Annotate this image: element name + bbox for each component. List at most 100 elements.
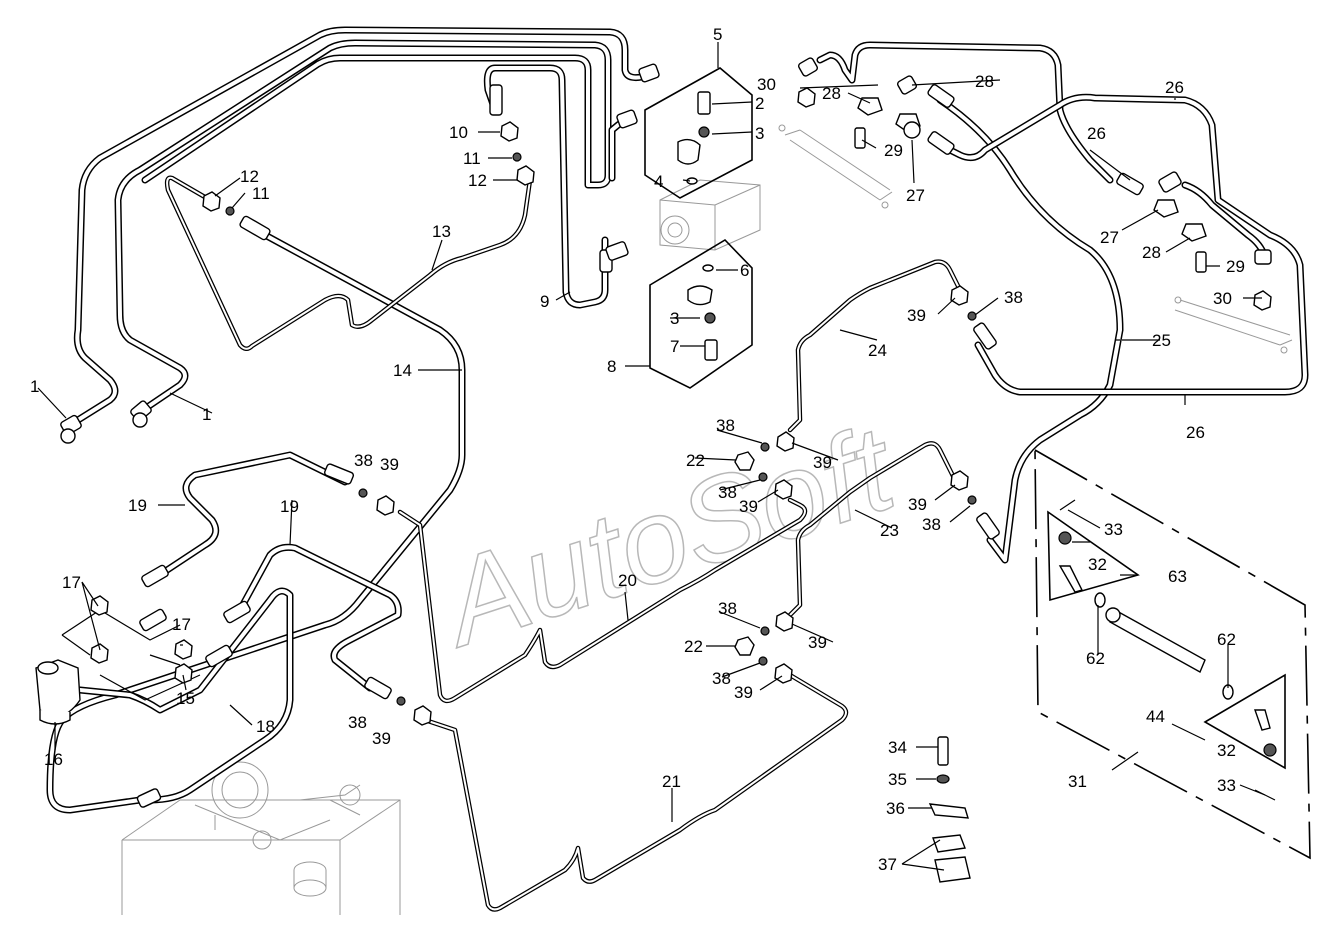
watermark-text: AutoSoft <box>423 400 912 673</box>
callout-1: 1 <box>202 405 211 424</box>
callout-16: 16 <box>44 750 63 769</box>
valve-16 <box>35 659 81 725</box>
callout-38: 38 <box>1004 288 1023 307</box>
leader-lines <box>37 42 1266 871</box>
callout-20: 20 <box>618 571 637 590</box>
pipe-18 <box>76 587 294 804</box>
bracket-34-37 <box>928 736 971 883</box>
callout-6: 6 <box>740 261 749 280</box>
tie-rod-62 <box>1059 499 1276 801</box>
callout-29: 29 <box>884 141 903 160</box>
tank-ghost <box>121 761 401 915</box>
callout-39: 39 <box>908 495 927 514</box>
steering-cylinder-ghost-right <box>1174 296 1293 354</box>
callout-23: 23 <box>880 521 899 540</box>
callout-11: 11 <box>463 149 481 168</box>
callout-35: 35 <box>888 770 907 789</box>
valve-block-ghost <box>659 179 761 251</box>
callout-26: 26 <box>1186 423 1205 442</box>
callout-27: 27 <box>906 186 925 205</box>
callout-25: 25 <box>1152 331 1171 350</box>
callout-2: 2 <box>755 94 764 113</box>
callout-39: 39 <box>813 453 832 472</box>
callout-12: 12 <box>240 167 259 186</box>
callout-15: 15 <box>176 689 195 708</box>
callout-26: 26 <box>1165 78 1184 97</box>
callout-22: 22 <box>686 451 705 470</box>
pipe-26-outer <box>816 41 1309 396</box>
callout-19: 19 <box>280 497 299 516</box>
callout-33: 33 <box>1217 776 1236 795</box>
callout-29: 29 <box>1226 257 1245 276</box>
thin-line-13 <box>164 175 533 351</box>
callout-22: 22 <box>684 637 703 656</box>
callouts: 1 1 2 3 3 4 5 6 7 8 9 10 11 11 12 12 13 … <box>30 25 1245 874</box>
callout-14: 14 <box>393 361 412 380</box>
callout-12: 12 <box>468 171 487 190</box>
callout-3: 3 <box>755 124 764 143</box>
hose-fittings <box>60 57 1272 808</box>
callout-62: 62 <box>1086 649 1105 668</box>
callout-18: 18 <box>256 717 275 736</box>
callout-3: 3 <box>670 309 679 328</box>
callout-8: 8 <box>607 357 616 376</box>
callout-62: 62 <box>1217 630 1236 649</box>
pipe-1-pair <box>66 26 654 429</box>
callout-39: 39 <box>372 729 391 748</box>
pipe-19-upper <box>151 451 349 582</box>
callout-24: 24 <box>868 341 887 360</box>
callout-36: 36 <box>886 799 905 818</box>
pipe-25 <box>936 96 1124 564</box>
thin-line-21 <box>422 672 849 912</box>
pipe-19-lower <box>236 543 402 692</box>
callout-63: 63 <box>1168 567 1187 586</box>
detail-frame-31 <box>1034 448 1311 860</box>
callout-1: 1 <box>30 377 39 396</box>
callout-38: 38 <box>718 483 737 502</box>
callout-10: 10 <box>449 123 468 142</box>
callout-28: 28 <box>1142 243 1161 262</box>
steering-cylinder-ghost-top <box>778 124 893 209</box>
detail-frame-63 <box>1047 510 1140 602</box>
thin-line-16-branches <box>61 609 201 701</box>
thin-line-23 <box>782 441 958 623</box>
callout-27: 27 <box>1100 228 1119 247</box>
callout-5: 5 <box>713 25 722 44</box>
detail-frame-8 <box>649 238 753 389</box>
callout-13: 13 <box>432 222 451 241</box>
callout-44: 44 <box>1146 707 1165 726</box>
callout-31: 31 <box>1068 772 1087 791</box>
callout-32: 32 <box>1088 555 1107 574</box>
callout-28: 28 <box>822 84 841 103</box>
callout-32: 32 <box>1217 741 1236 760</box>
callout-39: 39 <box>739 497 758 516</box>
detail-frame-44 <box>1203 673 1286 770</box>
callout-26: 26 <box>1087 124 1106 143</box>
thin-line-24 <box>787 259 963 433</box>
callout-30: 30 <box>757 75 776 94</box>
callout-39: 39 <box>808 633 827 652</box>
callout-39: 39 <box>380 455 399 474</box>
callout-21: 21 <box>662 772 681 791</box>
callout-7: 7 <box>670 337 679 356</box>
callout-38: 38 <box>354 451 373 470</box>
callout-38: 38 <box>712 669 731 688</box>
callout-4: 4 <box>654 172 663 191</box>
callout-38: 38 <box>922 515 941 534</box>
callout-9: 9 <box>540 292 549 311</box>
callout-11: 11 <box>252 184 270 203</box>
callout-39: 39 <box>734 683 753 702</box>
callout-37: 37 <box>878 855 897 874</box>
callout-17: 17 <box>62 573 81 592</box>
callout-33: 33 <box>1104 520 1123 539</box>
callout-30: 30 <box>1213 289 1232 308</box>
callout-38: 38 <box>718 599 737 618</box>
callout-17: 17 <box>172 615 191 634</box>
thin-line-20 <box>397 497 808 704</box>
callout-19: 19 <box>128 496 147 515</box>
callout-38: 38 <box>348 713 367 732</box>
callout-38: 38 <box>716 416 735 435</box>
callout-34: 34 <box>888 738 907 757</box>
callout-28: 28 <box>975 72 994 91</box>
